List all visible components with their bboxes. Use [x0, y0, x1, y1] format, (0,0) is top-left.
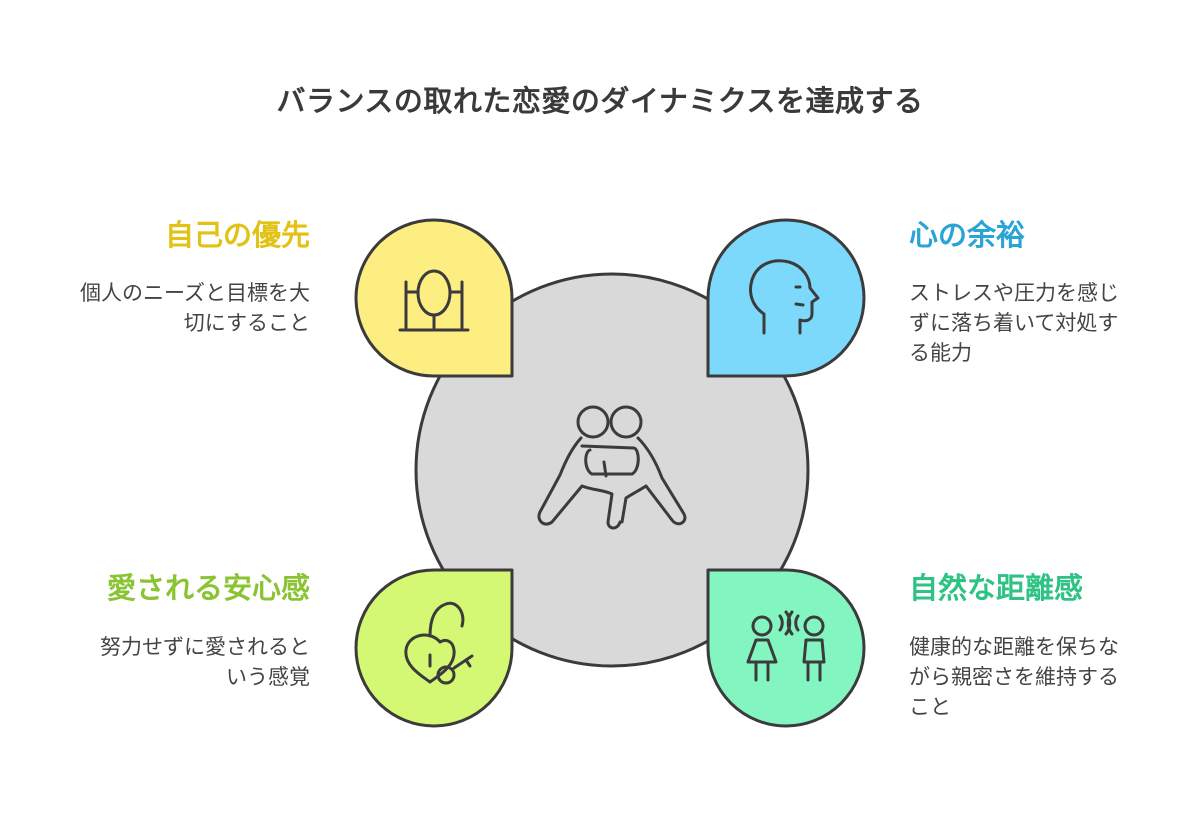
mirror-icon	[398, 269, 470, 332]
petal-top-right	[706, 218, 866, 378]
two-people-talking-icon	[746, 610, 826, 682]
desc-self-priority: 個人のニーズと目標を大 切にすること	[80, 278, 310, 338]
desc-natural-distance: 健康的な距離を保ちな がら親密さを維持する こと	[909, 632, 1119, 722]
label-mental-room: 心の余裕	[909, 218, 1026, 252]
head-profile-icon	[749, 259, 820, 335]
desc-line: こと	[909, 695, 951, 719]
diagram-title: バランスの取れた恋愛のダイナミクスを達成する	[276, 84, 924, 118]
desc-line: る能力	[909, 341, 972, 365]
desc-line: 健康的な距離を保ちな	[909, 635, 1119, 659]
desc-line: ストレスや圧力を感じ	[909, 281, 1119, 305]
desc-line: いう感覚	[226, 665, 310, 689]
desc-line: 努力せずに愛されると	[100, 635, 310, 659]
embracing-couple-icon	[537, 405, 687, 530]
petal-bottom-left	[354, 568, 514, 728]
desc-feeling-loved: 努力せずに愛されると いう感覚	[100, 632, 310, 692]
petal-bottom-right	[706, 568, 866, 728]
petal-top-left	[354, 218, 514, 378]
label-self-priority: 自己の優先	[164, 218, 310, 252]
label-natural-distance: 自然な距離感	[909, 571, 1084, 605]
desc-line: がら親密さを維持する	[909, 665, 1119, 689]
desc-line: 切にすること	[183, 311, 310, 335]
desc-mental-room: ストレスや圧力を感じ ずに落ち着いて対処す る能力	[909, 278, 1119, 368]
heart-lock-key-icon	[404, 601, 474, 685]
desc-line: 個人のニーズと目標を大	[80, 281, 310, 305]
label-feeling-loved: 愛される安心感	[106, 571, 310, 605]
desc-line: ずに落ち着いて対処す	[909, 311, 1119, 335]
